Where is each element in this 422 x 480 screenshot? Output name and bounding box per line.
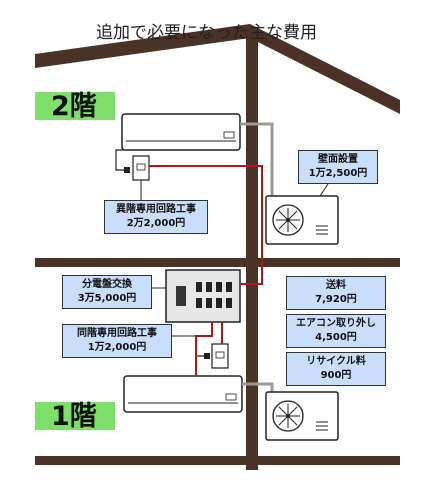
shipping-label: 送料 bbox=[326, 280, 346, 291]
same-circuit-price: 1万2,000円 bbox=[87, 342, 147, 353]
floor-tag-upper: 2階 bbox=[35, 92, 115, 122]
ac-removal-label: エアコン取り外し bbox=[296, 318, 376, 329]
distribution-panel bbox=[165, 269, 241, 323]
lower-indoor-unit bbox=[123, 375, 243, 413]
wall-install-cost: 壁面設置 1万2,500円 bbox=[298, 150, 378, 184]
diagram-title: 追加で必要になった主な費用 bbox=[96, 23, 317, 43]
wall-install-label: 壁面設置 bbox=[318, 154, 358, 165]
upper-outdoor-unit bbox=[265, 195, 339, 245]
same-circuit-label: 同階専用回路工事 bbox=[77, 328, 157, 339]
recycling-price: 900円 bbox=[320, 370, 352, 381]
upper-circuit-price: 2万2,000円 bbox=[126, 218, 186, 229]
wall-install-price: 1万2,500円 bbox=[308, 168, 368, 179]
center-post bbox=[246, 36, 258, 470]
lower-outdoor-unit bbox=[265, 391, 339, 441]
ground bbox=[35, 456, 400, 465]
upper-plug-cord bbox=[115, 149, 126, 171]
shipping-cost: 送料 7,920円 bbox=[286, 276, 386, 310]
upper-pipe bbox=[240, 122, 274, 196]
electric-wiring bbox=[149, 165, 263, 376]
panel-swap-label: 分電盤交換 bbox=[82, 279, 132, 290]
panel-swap-cost: 分電盤交換 3万5,000円 bbox=[62, 275, 152, 309]
roof bbox=[35, 24, 400, 114]
ac-removal-price: 4,500円 bbox=[315, 332, 357, 343]
upper-circuit-cost: 異階専用回路工事 2万2,000円 bbox=[104, 200, 208, 234]
shipping-price: 7,920円 bbox=[315, 294, 357, 305]
lower-pipe bbox=[242, 382, 274, 392]
panel-swap-price: 3万5,000円 bbox=[77, 293, 137, 304]
recycling-label: リサイクル料 bbox=[306, 356, 366, 367]
upper-indoor-unit bbox=[121, 113, 241, 151]
ac-removal-cost: エアコン取り外し 4,500円 bbox=[286, 314, 386, 348]
leader-lines bbox=[140, 180, 329, 337]
floor-tag-lower: 1階 bbox=[35, 402, 115, 432]
upper-circuit-label: 異階専用回路工事 bbox=[116, 204, 196, 215]
same-circuit-cost: 同階専用回路工事 1万2,000円 bbox=[62, 324, 172, 358]
recycling-cost: リサイクル料 900円 bbox=[286, 352, 386, 386]
floor-beam bbox=[35, 258, 400, 267]
